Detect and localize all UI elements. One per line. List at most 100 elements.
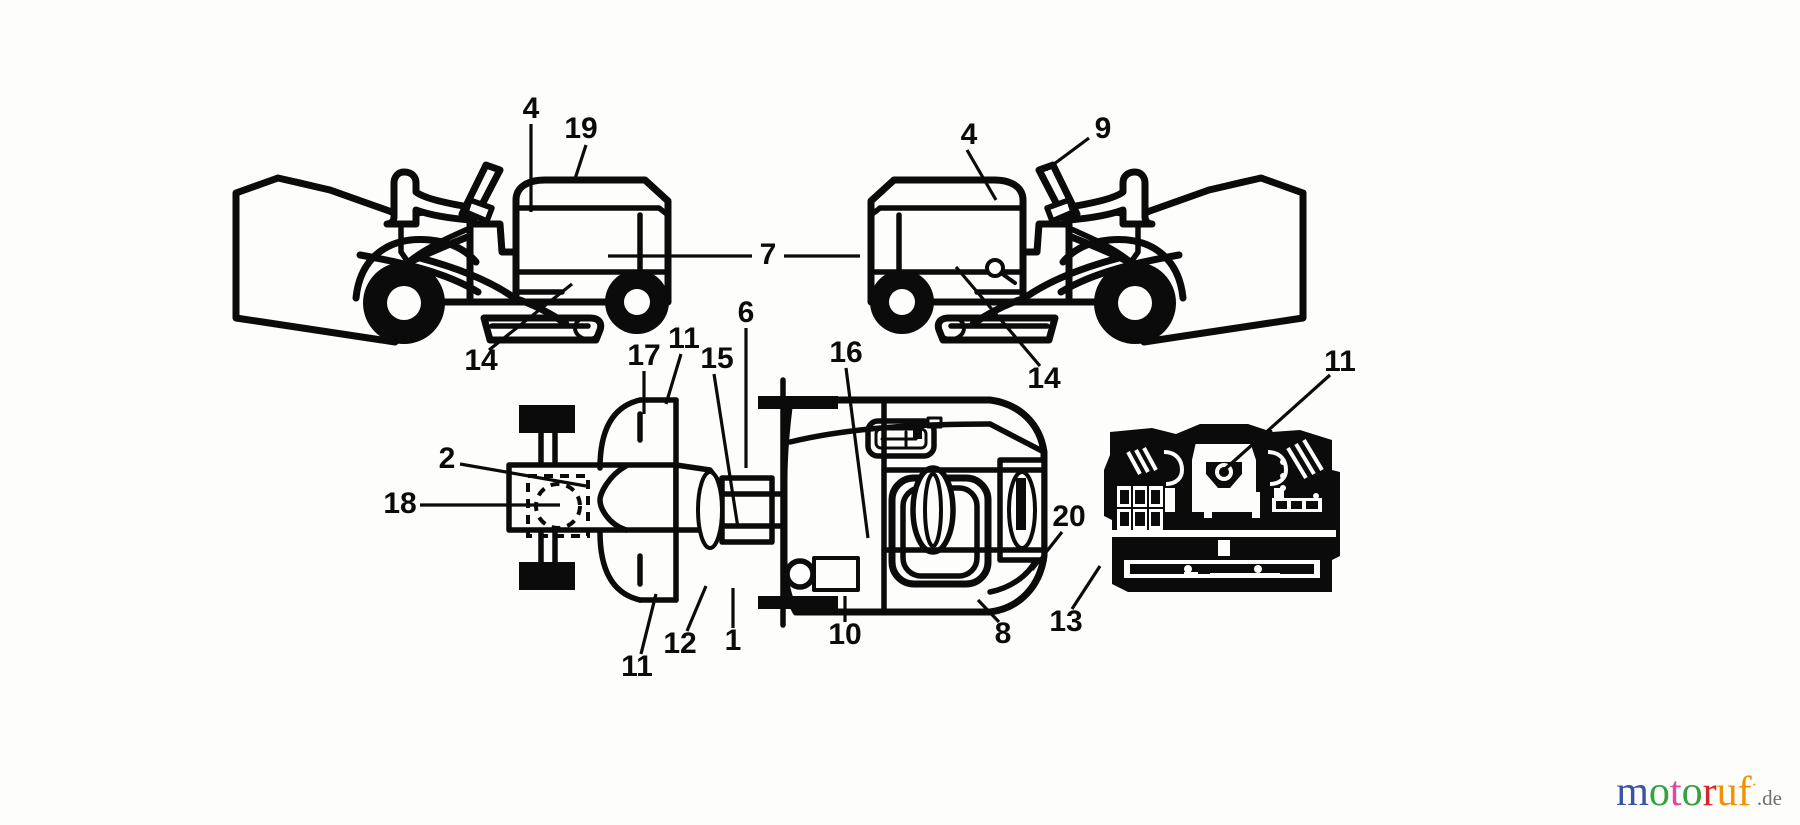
callout-15: 15 xyxy=(700,342,733,375)
hatch-l1 xyxy=(1126,451,1142,475)
console-top-bar xyxy=(1186,430,1276,444)
callout-14-right: 14 xyxy=(1027,362,1061,395)
callout-11-bottom: 11 xyxy=(621,650,653,683)
leader-16 xyxy=(844,367,870,539)
callout-19: 19 xyxy=(564,112,597,145)
right-view-throttle xyxy=(985,258,1017,285)
throttle-knob xyxy=(985,258,1005,278)
rear-fender-arc-r xyxy=(1059,236,1187,302)
hatch-l2 xyxy=(1134,449,1150,473)
picto-cell-6 xyxy=(1151,512,1160,526)
rp-g3 xyxy=(1306,501,1318,509)
callout-7: 7 xyxy=(760,238,777,271)
indicator-dot-3 xyxy=(1280,485,1286,491)
slot-left xyxy=(1165,488,1175,512)
leader-lines xyxy=(420,124,1332,655)
frame-rail xyxy=(416,254,524,306)
panel-mark-a xyxy=(1184,572,1198,577)
body-knob xyxy=(784,558,816,590)
callout-numbers: 4 19 7 14 4 9 14 6 17 11 15 16 11 2 18 2… xyxy=(383,92,1356,683)
hood-crease-r xyxy=(868,205,1026,218)
plan-rear-tire-outline xyxy=(910,465,956,555)
watermark-letter-o1: o xyxy=(1648,769,1670,815)
picto-cell-1 xyxy=(1120,490,1129,504)
fender-arc-top xyxy=(597,463,629,533)
rear-fender-arc xyxy=(352,236,480,302)
watermark-dot: · xyxy=(1751,777,1757,794)
leader-8 xyxy=(976,598,1001,624)
callout-6: 6 xyxy=(738,296,755,329)
throttle-stem xyxy=(999,271,1017,285)
leader-9 xyxy=(1045,136,1090,172)
top-front-wheel-right xyxy=(519,562,575,590)
seat xyxy=(383,168,474,228)
watermark-letter-r: r xyxy=(1702,769,1717,815)
frame-rail-r xyxy=(1015,254,1123,306)
body-bottom-right xyxy=(987,557,1039,595)
top-front-wheel-left xyxy=(519,405,575,433)
bag-top-curve-r xyxy=(1136,175,1264,219)
front-hub xyxy=(624,289,650,315)
indicator-dot-1 xyxy=(1280,459,1286,465)
body-top-contour xyxy=(787,421,993,445)
left-side-view xyxy=(232,161,672,346)
callout-10: 10 xyxy=(828,618,861,651)
wheel-arch-lower xyxy=(597,529,643,603)
right-picto-glyphs xyxy=(1276,501,1318,509)
rear-hub xyxy=(387,286,421,320)
callout-14-left: 14 xyxy=(464,344,498,377)
dash-block xyxy=(719,475,775,545)
front-hub-r xyxy=(889,289,915,315)
throttle-lever-arc xyxy=(1267,450,1289,486)
callout-4-right: 4 xyxy=(961,118,978,151)
leader-4b xyxy=(965,149,998,201)
right-hatch-group xyxy=(1286,438,1324,480)
wheel-arch-upper xyxy=(597,397,643,471)
callout-8: 8 xyxy=(995,617,1012,650)
tray-hole-left xyxy=(1184,565,1192,573)
callout-13: 13 xyxy=(1049,605,1082,638)
top-view xyxy=(506,377,1048,628)
watermark-letter-o2: o xyxy=(1681,769,1703,815)
seat-r xyxy=(1065,168,1156,228)
leader-15 xyxy=(712,373,740,529)
panel-mark xyxy=(1184,572,1280,577)
hatch-r1 xyxy=(1286,446,1308,480)
deck-hanger-r xyxy=(969,296,1023,328)
hatch-r2 xyxy=(1294,442,1316,476)
watermark-letter-u: u xyxy=(1716,769,1738,815)
picto-cell-4 xyxy=(1120,512,1129,526)
pictogram-grid xyxy=(1117,486,1163,530)
callout-11-top: 11 xyxy=(668,322,700,355)
callout-18: 18 xyxy=(383,487,416,520)
body-plate-decal xyxy=(812,556,860,592)
panel-tray-inner xyxy=(1130,564,1314,574)
callout-9: 9 xyxy=(1095,112,1112,145)
picto-cell-5 xyxy=(1135,512,1145,526)
left-hatch-group xyxy=(1126,447,1158,475)
picto-cell-3 xyxy=(1151,490,1160,504)
deck-roller xyxy=(573,315,603,341)
panel-center-slot xyxy=(1218,540,1230,556)
plan-right-slot xyxy=(1016,478,1026,530)
decal-bar-front xyxy=(758,396,838,409)
callout-20: 20 xyxy=(1052,500,1085,533)
watermark-letter-m: m xyxy=(1616,769,1649,815)
plan-rear-tire-inner xyxy=(923,472,943,548)
deck-hanger xyxy=(516,296,570,328)
panel-mark-b xyxy=(1210,573,1280,577)
leader-11d xyxy=(1222,373,1332,472)
hood-crease xyxy=(513,205,671,218)
callout-16: 16 xyxy=(829,336,862,369)
callout-12: 12 xyxy=(663,627,696,660)
leader-19 xyxy=(572,144,588,183)
rp-g1 xyxy=(1276,501,1287,509)
right-side-view xyxy=(867,161,1307,346)
callout-11-dashboard: 11 xyxy=(1324,345,1356,378)
leader-11b xyxy=(639,593,658,655)
body-top-right xyxy=(987,421,1047,455)
hatch-r3 xyxy=(1302,438,1324,472)
hatch-l3 xyxy=(1142,447,1158,471)
slot-mid-right xyxy=(1252,492,1260,518)
